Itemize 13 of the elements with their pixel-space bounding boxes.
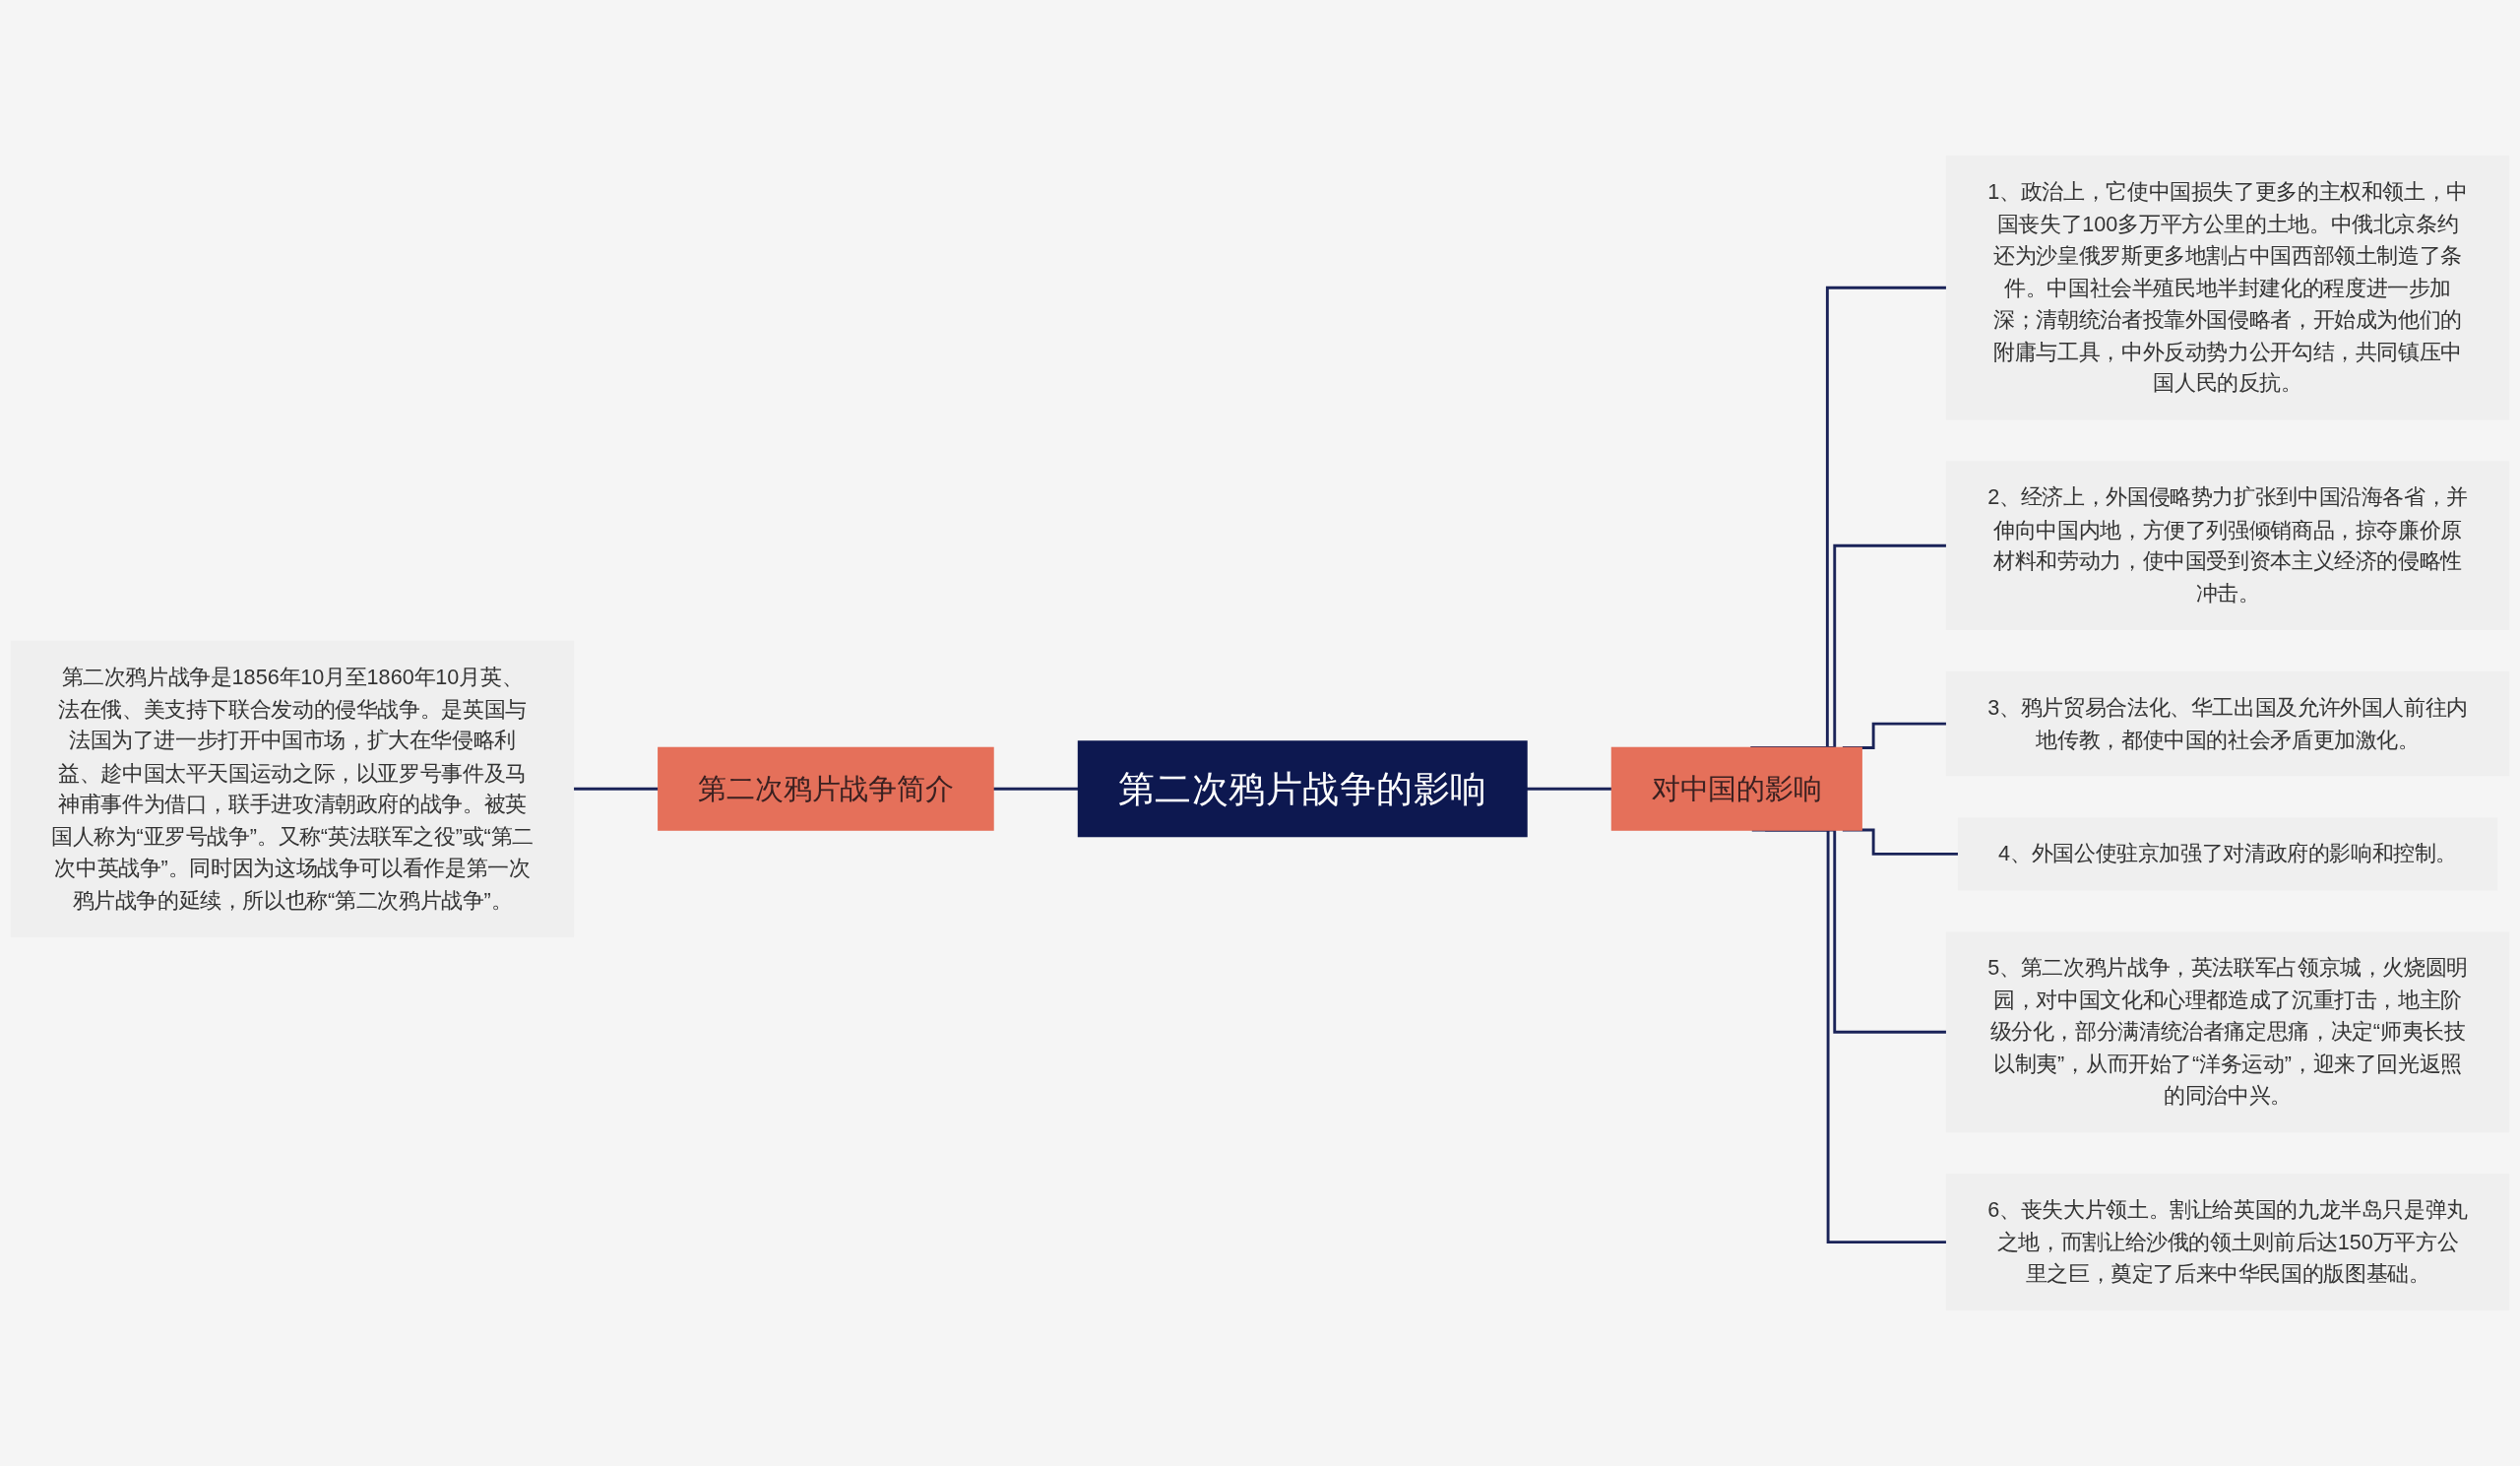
node-box: 6、丧失大片领土。割让给英国的九龙半岛只是弹丸之地，而割让给沙俄的领土则前后达150万平方公里之巨，奠定了后来中华民国的版图基础。 — [1945, 1174, 2510, 1311]
node-box: 第二次鸦片战争的影响 — [1077, 740, 1528, 838]
node-box: 第二次鸦片战争简介 — [658, 746, 994, 831]
node-box: 第二次鸦片战争是1856年10月至1860年10月英、法在俄、美支持下联合发动的侵华战争。是英国与法国为了进一步打开中国市场，扩大在华侵略利益、趁中国太平天国运动之际，以亚罗号事件及马神甫事件为借口，联手进攻清朝政府的战争。被英国人称为“亚罗号战争”。又称“英法联军之役”或“第二次中英战争”。同时因为这场战争可以看作是第一次鸦片战争的延续，所以也称“第二次鸦片战争”。 — [10, 640, 575, 937]
node-box: 2、经济上，外国侵略势力扩张到中国沿海各省，并伸向中国内地，方便了列强倾销商品，掠夺廉价原材料和劳动力，使中国受到资本主义经济的侵略性冲击。 — [1945, 461, 2510, 630]
node-box: 4、外国公使驻京加强了对清政府的影响和控制。 — [1957, 817, 2498, 891]
connector — [1527, 787, 1612, 791]
node-box: 1、政治上，它使中国损失了更多的主权和领土，中国丧失了100多万平方公里的土地。中俄北京条约还为沙皇俄罗斯更多地割占中国西部领土制造了条件。中国社会半殖民地半封建化的程度进一步加深；清朝统治者投靠外国侵略者，开始成为他们的附庸与工具，中外反动势力公开勾结，共同镇压中国人民的反抗。 — [1945, 155, 2510, 420]
node-box: 对中国的影响 — [1610, 746, 1862, 831]
node-box: 3、鸦片贸易合法化、华工出国及允许外国人前往内地传教，都使中国的社会矛盾更加激化。 — [1945, 670, 2510, 777]
node-box: 5、第二次鸦片战争，英法联军占领京城，火烧圆明园，对中国文化和心理都造成了沉重打击，地主阶级分化，部分满清统治者痛定思痛，决定“师夷长技以制夷”，从而开始了“洋务运动”，迎来了回光返照的同治中兴。 — [1945, 931, 2510, 1133]
connector — [573, 787, 659, 791]
connector — [993, 787, 1079, 791]
